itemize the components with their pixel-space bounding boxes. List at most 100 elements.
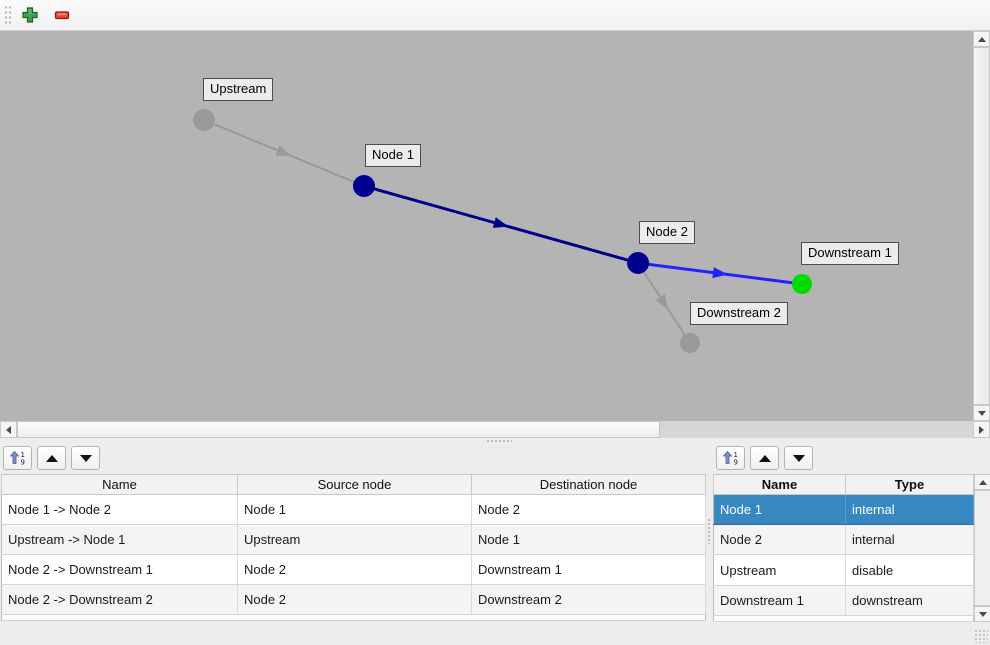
graph-node[interactable] <box>680 333 700 353</box>
table-cell: Downstream 2 <box>471 584 706 615</box>
plus-icon <box>22 7 38 23</box>
table-cell: Upstream -> Node 1 <box>1 524 238 555</box>
table-cell: downstream <box>845 585 974 616</box>
table-cell: Node 2 -> Downstream 2 <box>1 584 238 615</box>
scroll-left-button[interactable] <box>0 421 17 438</box>
scroll-up-button[interactable] <box>974 474 990 490</box>
scroll-up-button[interactable] <box>973 31 990 47</box>
table-cell: internal <box>845 494 974 526</box>
triangle-right-icon <box>979 425 984 434</box>
table-cell: Node 1 <box>713 494 846 526</box>
horizontal-splitter[interactable] <box>0 438 990 443</box>
triangle-up-icon <box>45 454 58 462</box>
table-cell: Node 2 <box>237 554 472 585</box>
scroll-right-button[interactable] <box>973 421 990 438</box>
triangle-down-icon <box>977 410 986 416</box>
window-resize-grip[interactable] <box>974 629 988 643</box>
triangle-up-icon <box>977 36 986 42</box>
node-table-scrollbar[interactable] <box>974 474 990 622</box>
svg-text:9: 9 <box>733 459 737 467</box>
triangle-left-icon <box>6 425 11 434</box>
node-move-up-button[interactable] <box>750 446 779 470</box>
sort-ascending-icon: 1 9 <box>9 451 24 466</box>
splitter-handle-icon <box>486 439 512 443</box>
vertical-scrollbar-thumb[interactable] <box>973 47 990 405</box>
horizontal-scrollbar-thumb[interactable] <box>17 421 660 438</box>
node-label[interactable]: Node 1 <box>365 144 421 167</box>
graph-node[interactable] <box>627 252 649 274</box>
table-cell: Downstream 1 <box>713 585 846 616</box>
canvas-vertical-scrollbar[interactable] <box>973 31 990 421</box>
graph-node[interactable] <box>193 109 215 131</box>
edge-move-up-button[interactable] <box>37 446 66 470</box>
table-cell: Node 2 <box>237 584 472 615</box>
column-header[interactable]: Source node <box>237 474 472 495</box>
node-label[interactable]: Downstream 1 <box>801 242 899 265</box>
canvas-horizontal-scrollbar[interactable] <box>0 421 990 438</box>
node-scrollbar-thumb[interactable] <box>974 490 990 606</box>
vertical-splitter[interactable] <box>706 443 713 622</box>
graph-node[interactable] <box>353 175 375 197</box>
triangle-down-icon <box>792 454 805 462</box>
scroll-down-button[interactable] <box>973 405 990 421</box>
triangle-up-icon <box>978 479 987 485</box>
edge-move-down-button[interactable] <box>71 446 100 470</box>
table-cell: Node 2 <box>471 494 706 525</box>
table-cell: Node 1 <box>471 524 706 555</box>
graph-node[interactable] <box>792 274 812 294</box>
edge-toolbar: 1 9 <box>0 443 706 474</box>
node-label[interactable]: Downstream 2 <box>690 302 788 325</box>
node-scrollbar-track[interactable] <box>974 490 990 606</box>
table-cell: disable <box>845 554 974 586</box>
table-cell: Node 2 <box>713 524 846 556</box>
toolbar-drag-handle[interactable] <box>4 5 12 25</box>
column-header[interactable]: Destination node <box>471 474 706 495</box>
scroll-down-button[interactable] <box>974 606 990 622</box>
table-cell: Upstream <box>713 554 846 586</box>
node-label[interactable]: Node 2 <box>639 221 695 244</box>
table-cell: Node 1 <box>237 494 472 525</box>
table-cell: Node 2 -> Downstream 1 <box>1 554 238 585</box>
table-cell: Downstream 1 <box>471 554 706 585</box>
sort-ascending-icon: 1 9 <box>722 451 737 467</box>
table-cell: Node 1 -> Node 2 <box>1 494 238 525</box>
main-toolbar <box>0 0 990 31</box>
triangle-down-icon <box>79 454 92 462</box>
node-label[interactable]: Upstream <box>203 78 274 101</box>
edge-arrow-icon <box>655 294 669 310</box>
column-header[interactable]: Name <box>713 474 846 495</box>
remove-button[interactable] <box>50 3 74 27</box>
vertical-scrollbar-track[interactable] <box>973 47 990 405</box>
add-button[interactable] <box>18 3 42 27</box>
node-sort-button[interactable]: 1 9 <box>716 446 745 470</box>
splitter-handle-icon <box>707 518 712 544</box>
horizontal-scrollbar-track[interactable] <box>660 421 973 438</box>
edge-arrow-icon <box>275 145 292 157</box>
edge-arrow-icon <box>712 267 728 279</box>
node-toolbar: 1 9 <box>713 443 990 474</box>
column-header[interactable]: Type <box>845 474 974 495</box>
minus-icon <box>54 11 70 20</box>
table-cell: Upstream <box>237 524 472 555</box>
node-move-down-button[interactable] <box>784 446 813 470</box>
edge-sort-button[interactable]: 1 9 <box>3 446 32 470</box>
column-header[interactable]: Name <box>1 474 238 495</box>
